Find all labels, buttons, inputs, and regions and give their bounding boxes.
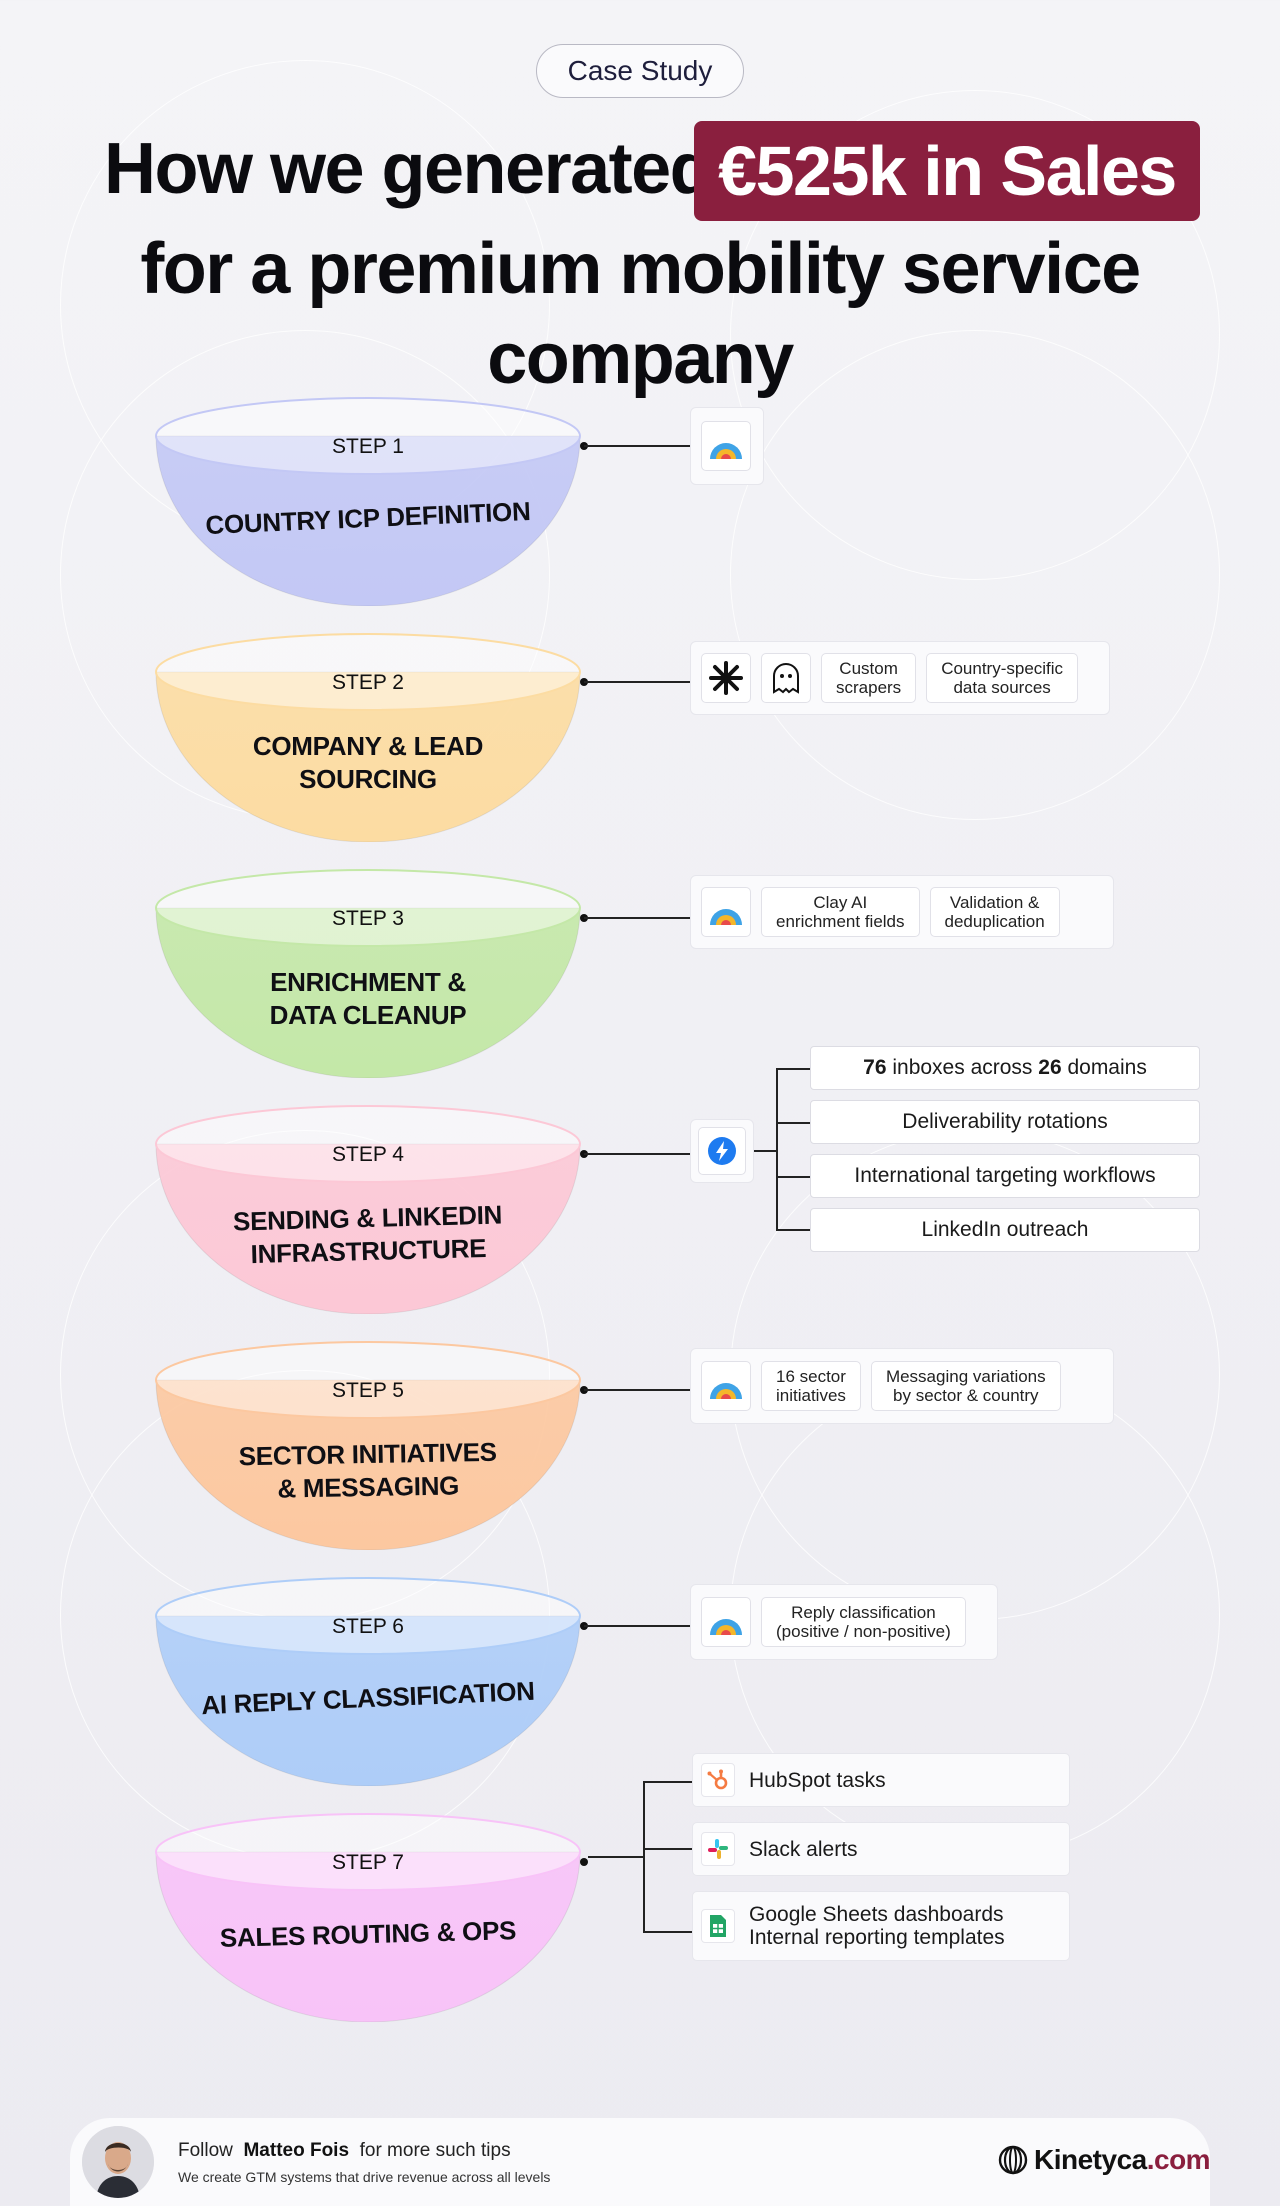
ghost-icon: [761, 653, 811, 703]
step5-tools: 16 sector initiatives Messaging variatio…: [690, 1348, 1114, 1424]
step6-tools: Reply classification (positive / non-pos…: [690, 1584, 998, 1660]
clay-icon: [701, 421, 751, 471]
step3-tag: Validation & deduplication: [929, 887, 1060, 937]
connector-line: [584, 1625, 690, 1627]
domain-count: 26: [1038, 1056, 1062, 1079]
follow-suffix: for more such tips: [359, 2140, 511, 2161]
connector-line: [584, 445, 690, 447]
bracket-line: [588, 1856, 644, 1858]
step4-label: STEP 4: [332, 1143, 404, 1166]
follow-line: Follow Matteo Fois for more such tips: [178, 2140, 511, 2162]
sales-highlight-badge: €525k in Sales: [694, 121, 1200, 221]
step1-tools: [690, 407, 764, 485]
follow-prefix: Follow: [178, 2140, 233, 2161]
step3-tools: Clay AI enrichment fields Validation & d…: [690, 875, 1114, 949]
step4-title: SENDING & LINKEDIN INFRASTRUCTURE: [232, 1199, 503, 1270]
step4-tools: [690, 1119, 754, 1183]
hubspot-icon: [701, 1763, 735, 1797]
connector-line: [584, 917, 690, 919]
bracket-line: [643, 1781, 692, 1783]
connector-dot: [580, 1858, 588, 1866]
step2-bowl: [155, 633, 581, 842]
kinetyca-logo-icon: [998, 2145, 1028, 2175]
avatar: [82, 2126, 154, 2198]
step5-bowl: [155, 1341, 581, 1550]
slack-item: Slack alerts: [692, 1822, 1070, 1876]
google-sheets-icon: [701, 1909, 735, 1943]
bracket-line: [643, 1848, 692, 1850]
step3-tag: Clay AI enrichment fields: [761, 887, 920, 937]
step5-label: STEP 5: [332, 1379, 404, 1402]
step1-label: STEP 1: [332, 435, 404, 458]
step6-tag: Reply classification (positive / non-pos…: [761, 1597, 966, 1647]
inbox-text: inboxes across: [886, 1056, 1039, 1079]
bracket-line: [776, 1068, 810, 1070]
slack-icon: [701, 1832, 735, 1866]
page-title-line2: for a premium mobility service company: [140, 229, 1141, 399]
deliverability-box: Deliverability rotations: [810, 1100, 1200, 1144]
step5-tag: 16 sector initiatives: [761, 1361, 861, 1411]
case-study-pill: Case Study: [536, 44, 744, 98]
step3-title: ENRICHMENT & DATA CLEANUP: [269, 967, 467, 1030]
hubspot-item: HubSpot tasks: [692, 1753, 1070, 1807]
linkedin-box: LinkedIn outreach: [810, 1208, 1200, 1252]
clay-icon: [701, 1361, 751, 1411]
sheets-text: Google Sheets dashboards Internal report…: [749, 1903, 1005, 1949]
targeting-box: International targeting workflows: [810, 1154, 1200, 1198]
step5-title: SECTOR INITIATIVES & MESSAGING: [238, 1436, 497, 1504]
step2-title: COMPANY & LEAD SOURCING: [252, 731, 484, 794]
step7-bowl: [155, 1813, 581, 2022]
step2-tag: Custom scrapers: [821, 653, 917, 703]
bracket-line: [776, 1229, 810, 1231]
bracket-line: [643, 1931, 692, 1933]
step7-label: STEP 7: [332, 1851, 404, 1874]
bracket-line: [754, 1150, 776, 1152]
step4-bowl: [155, 1105, 581, 1314]
inbox-count: 76: [863, 1056, 887, 1079]
hubspot-text: HubSpot tasks: [749, 1768, 886, 1792]
clay-icon: [701, 887, 751, 937]
step5-tag: Messaging variations by sector & country: [870, 1361, 1061, 1411]
bracket-line: [643, 1781, 645, 1933]
domain-text: domains: [1061, 1056, 1147, 1079]
asterisk-icon: [701, 653, 751, 703]
bracket-line: [776, 1176, 810, 1178]
clay-icon: [701, 1597, 751, 1647]
step2-label: STEP 2: [332, 671, 404, 694]
connector-line: [584, 1153, 690, 1155]
page-title-line1: How we generated: [104, 129, 714, 209]
step6-label: STEP 6: [332, 1615, 404, 1638]
footer-tagline: We create GTM systems that drive revenue…: [178, 2169, 551, 2185]
connector-line: [584, 681, 690, 683]
slack-text: Slack alerts: [749, 1837, 858, 1861]
brand-logo[interactable]: Kinetyca.com: [998, 2144, 1211, 2176]
step6-bowl: [155, 1577, 581, 1786]
step3-label: STEP 3: [332, 907, 404, 930]
bracket-line: [776, 1122, 810, 1124]
author-name[interactable]: Matteo Fois: [243, 2140, 350, 2161]
brand-tld: .com: [1146, 2144, 1211, 2175]
step1-bowl: [155, 397, 581, 606]
lightning-icon: [698, 1127, 746, 1175]
inboxes-box: 76 inboxes across 26 domains: [810, 1046, 1200, 1090]
step2-tools: Custom scrapers Country-specific data so…: [690, 641, 1110, 715]
step2-tag: Country-specific data sources: [926, 653, 1079, 703]
sheets-item: Google Sheets dashboards Internal report…: [692, 1891, 1070, 1961]
step3-bowl: [155, 869, 581, 1078]
brand-name: Kinetyca: [1034, 2144, 1147, 2175]
connector-line: [584, 1389, 690, 1391]
bracket-line: [776, 1068, 778, 1230]
